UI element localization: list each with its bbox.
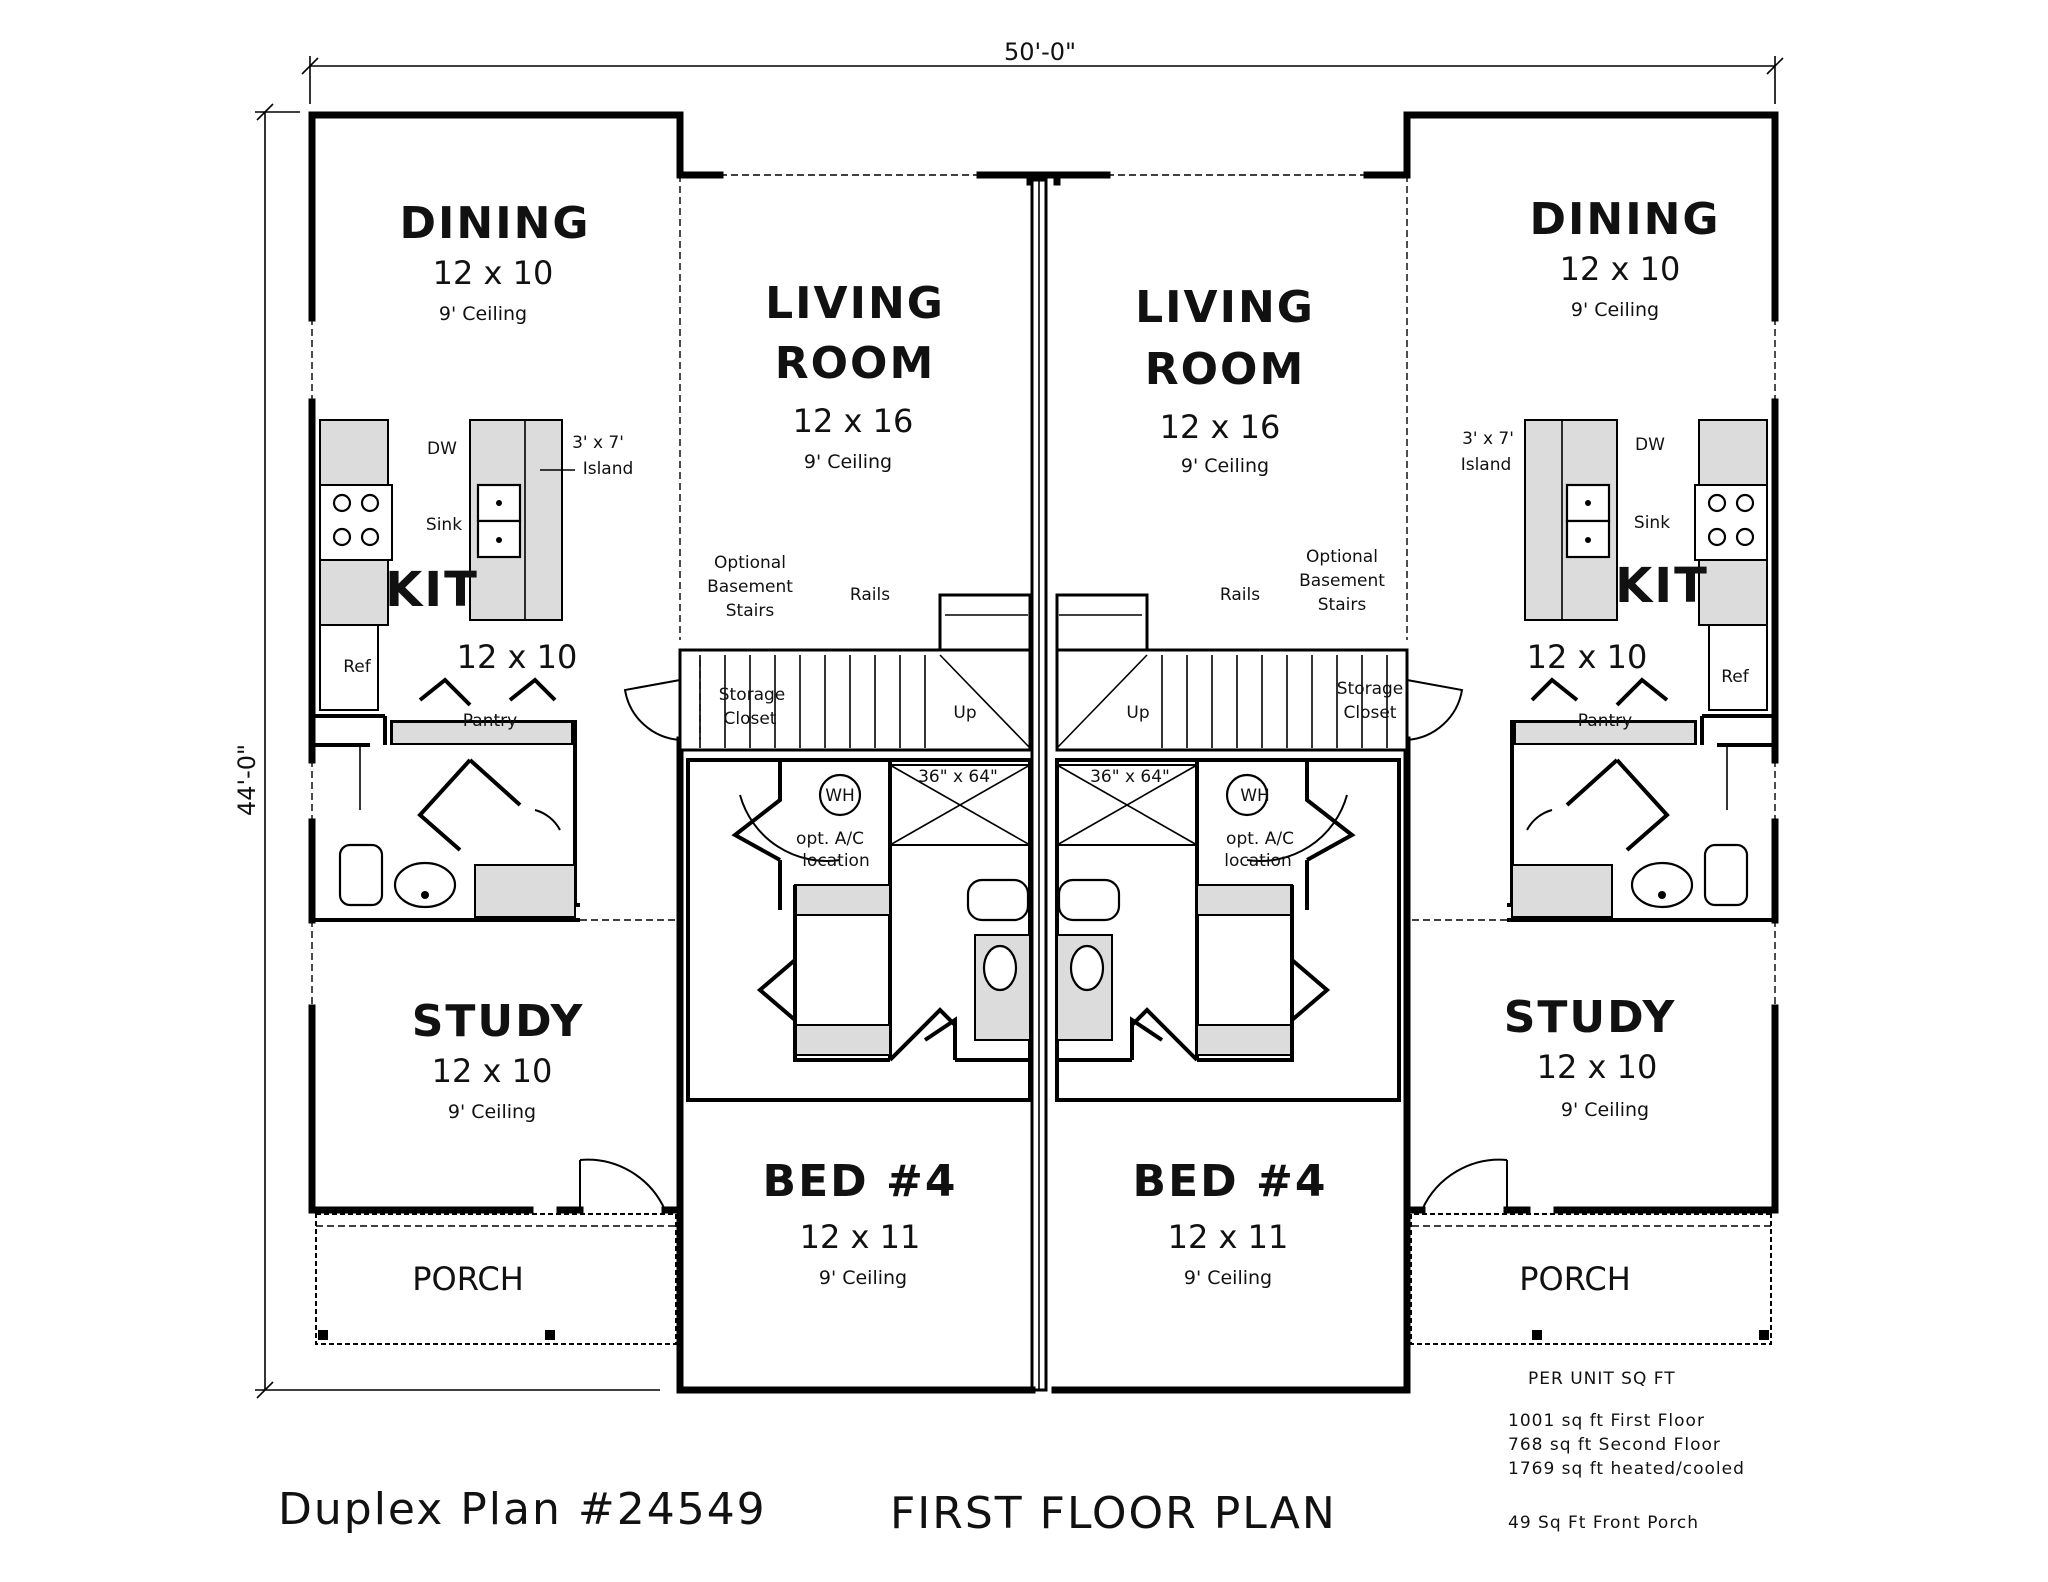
left-sink-label: Sink	[426, 515, 462, 535]
sqft-porch: 49 Sq Ft Front Porch	[1508, 1513, 1699, 1533]
right-living-size: 12 x 16	[1160, 408, 1281, 446]
left-island-label-1: 3' x 7'	[572, 433, 624, 453]
width-dimension-line	[301, 56, 1784, 104]
right-basement-label-1: Optional	[1306, 547, 1378, 567]
right-unit-walls	[1051, 111, 1779, 1394]
depth-dimension: 44'-0"	[233, 744, 261, 816]
right-bed-size: 12 x 11	[1168, 1218, 1289, 1256]
sqft-heading: PER UNIT SQ FT	[1528, 1369, 1676, 1389]
left-dining-size: 12 x 10	[433, 254, 554, 292]
sqft-heated: 1769 sq ft heated/cooled	[1508, 1459, 1745, 1479]
left-study-size: 12 x 10	[432, 1052, 553, 1090]
right-living-label-1: LIVING	[1135, 282, 1315, 333]
sqft-first-floor: 1001 sq ft First Floor	[1508, 1411, 1705, 1431]
depth-dimension-line	[255, 103, 660, 1399]
width-dimension: 50'-0"	[1004, 38, 1076, 66]
right-bed-label: BED #4	[1133, 1156, 1328, 1207]
right-island-label-2: Island	[1461, 455, 1512, 475]
right-dw-label: DW	[1635, 435, 1665, 455]
left-bed-ceiling: 9' Ceiling	[819, 1267, 907, 1289]
left-basement-label-2: Basement	[707, 577, 793, 597]
right-ac-label-2: location	[1224, 851, 1291, 871]
left-living-label-1: LIVING	[765, 278, 945, 329]
left-kitchen-fixtures	[319, 419, 575, 711]
left-dining-label: DINING	[399, 198, 590, 249]
left-living-ceiling: 9' Ceiling	[804, 451, 892, 473]
right-study-ceiling: 9' Ceiling	[1561, 1099, 1649, 1121]
left-ref-label: Ref	[343, 657, 372, 677]
right-study-label: STUDY	[1504, 992, 1677, 1043]
right-rails-label: Rails	[1220, 585, 1260, 605]
left-kitchen-size: 12 x 10	[457, 638, 578, 676]
left-living-size: 12 x 16	[793, 402, 914, 440]
right-living-label-2: ROOM	[1145, 344, 1305, 395]
left-study-ceiling: 9' Ceiling	[448, 1101, 536, 1123]
left-dw-label: DW	[427, 439, 457, 459]
right-ref-label: Ref	[1721, 667, 1750, 687]
left-unit-walls	[308, 111, 1094, 1394]
right-study-size: 12 x 10	[1537, 1048, 1658, 1086]
right-dining-ceiling: 9' Ceiling	[1571, 299, 1659, 321]
right-opening-label: 36" x 64"	[1090, 767, 1170, 787]
plan-title: FIRST FLOOR PLAN	[890, 1488, 1337, 1539]
right-pantry-label: Pantry	[1578, 711, 1632, 731]
left-island-label-2: Island	[583, 459, 634, 479]
sqft-second-floor: 768 sq ft Second Floor	[1508, 1435, 1721, 1455]
left-living-label-2: ROOM	[775, 338, 935, 389]
left-porch-label: PORCH	[412, 1260, 524, 1298]
right-storage-label-2: Closet	[1344, 703, 1397, 723]
left-basement-label-3: Stairs	[726, 601, 775, 621]
right-porch-label: PORCH	[1519, 1260, 1631, 1298]
right-dining-size: 12 x 10	[1560, 250, 1681, 288]
left-opening-label: 36" x 64"	[918, 767, 998, 787]
right-basement-label-3: Stairs	[1318, 595, 1367, 615]
right-island-label-1: 3' x 7'	[1462, 429, 1514, 449]
left-wh-label: WH	[825, 786, 855, 806]
right-bed-ceiling: 9' Ceiling	[1184, 1267, 1272, 1289]
left-kitchen-label: KIT	[385, 562, 479, 618]
left-storage-label-1: Storage	[719, 685, 786, 705]
right-kitchen-label: KIT	[1615, 558, 1709, 614]
right-sink-label: Sink	[1634, 513, 1670, 533]
left-ac-label-1: opt. A/C	[796, 829, 864, 849]
right-wh-label: WH	[1240, 786, 1270, 806]
plan-name: Duplex Plan #24549	[278, 1484, 767, 1535]
right-basement-label-2: Basement	[1299, 571, 1385, 591]
left-basement-label-1: Optional	[714, 553, 786, 573]
right-ac-label-1: opt. A/C	[1226, 829, 1294, 849]
left-bath-fixtures	[338, 843, 457, 909]
left-study-label: STUDY	[412, 996, 585, 1047]
left-bed-label: BED #4	[763, 1156, 958, 1207]
right-living-ceiling: 9' Ceiling	[1181, 455, 1269, 477]
left-bed-size: 12 x 11	[800, 1218, 921, 1256]
left-ac-label-2: location	[802, 851, 869, 871]
right-kitchen-size: 12 x 10	[1527, 638, 1648, 676]
left-dining-ceiling: 9' Ceiling	[439, 303, 527, 325]
right-dining-label: DINING	[1529, 194, 1720, 245]
left-storage-label-2: Closet	[724, 709, 777, 729]
left-up-label: Up	[953, 703, 976, 723]
left-pantry-label: Pantry	[463, 711, 517, 731]
left-pantry-doors	[418, 677, 557, 707]
right-up-label: Up	[1126, 703, 1149, 723]
left-rails-label: Rails	[850, 585, 890, 605]
right-storage-label-1: Storage	[1337, 679, 1404, 699]
